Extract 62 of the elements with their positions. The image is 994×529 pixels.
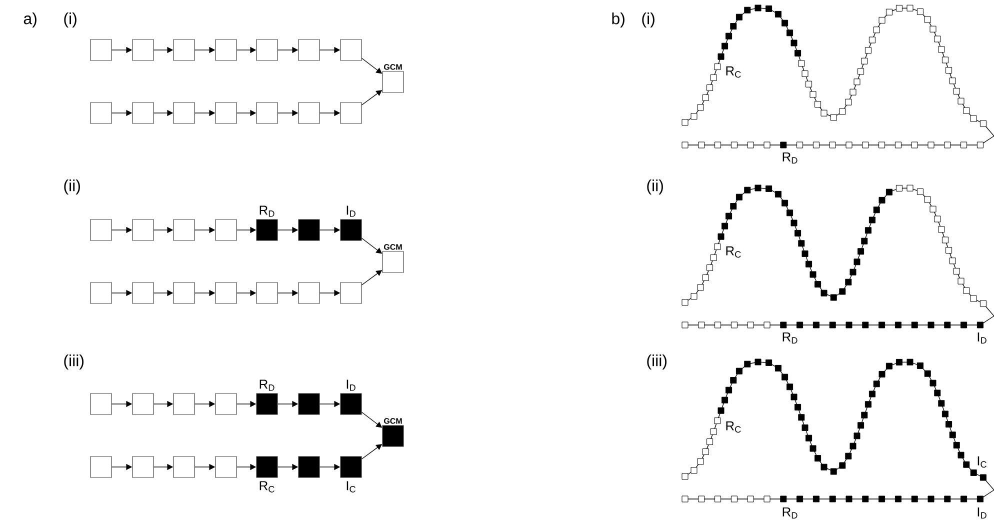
panel-label: (iii) bbox=[647, 354, 667, 370]
square-box bbox=[256, 102, 278, 124]
box-label: GCM bbox=[384, 418, 402, 424]
square-box bbox=[215, 282, 237, 304]
panel-label: b) bbox=[612, 12, 624, 28]
square-box bbox=[132, 393, 154, 415]
square-box bbox=[215, 39, 237, 61]
square-box bbox=[132, 39, 154, 61]
chain-label: I$_{D}$ bbox=[978, 507, 986, 519]
chain-label: I$_{D}$ bbox=[978, 332, 986, 344]
panel-label: a) bbox=[24, 12, 36, 28]
square-box bbox=[173, 102, 195, 124]
chain-label: I$_{C}$ bbox=[978, 456, 986, 468]
square-box bbox=[298, 393, 320, 415]
box-label: R$_{D}$ bbox=[260, 206, 274, 217]
square-box bbox=[298, 456, 320, 478]
square-box bbox=[215, 102, 237, 124]
box-label: GCM bbox=[384, 244, 402, 250]
square-box bbox=[173, 456, 195, 478]
square-box bbox=[173, 39, 195, 61]
square-box bbox=[215, 393, 237, 415]
square-box bbox=[340, 282, 362, 304]
box-label: I$_{D}$ bbox=[346, 206, 356, 217]
square-box bbox=[298, 102, 320, 124]
square-box bbox=[256, 282, 278, 304]
chain-label: R$_{C}$ bbox=[726, 66, 741, 78]
square-box bbox=[173, 393, 195, 415]
square-box bbox=[90, 282, 112, 304]
square-box bbox=[298, 219, 320, 241]
square-box bbox=[215, 219, 237, 241]
box-label: I$_{C}$ bbox=[346, 481, 356, 492]
square-box bbox=[173, 282, 195, 304]
chain-label: R$_{C}$ bbox=[726, 421, 741, 433]
box-label: GCM bbox=[384, 64, 402, 70]
square-box bbox=[90, 456, 112, 478]
square-box bbox=[90, 393, 112, 415]
box-label: R$_{D}$ bbox=[260, 380, 274, 391]
box-label: R$_{C}$ bbox=[260, 481, 274, 492]
panel-label: (ii) bbox=[647, 180, 663, 194]
square-box bbox=[132, 282, 154, 304]
panel-label: (iii) bbox=[64, 354, 84, 370]
chain-label: R$_{D}$ bbox=[782, 507, 798, 519]
panel-label: (i) bbox=[64, 12, 76, 28]
square-box bbox=[298, 282, 320, 304]
square-box bbox=[340, 102, 362, 124]
box-label: I$_{D}$ bbox=[346, 380, 356, 391]
square-box bbox=[215, 456, 237, 478]
square-box bbox=[90, 102, 112, 124]
square-box bbox=[90, 219, 112, 241]
square-box bbox=[132, 102, 154, 124]
square-box bbox=[256, 39, 278, 61]
chain-label: R$_{C}$ bbox=[726, 246, 741, 258]
square-box bbox=[90, 39, 112, 61]
square-box bbox=[340, 39, 362, 61]
chain-label: R$_{D}$ bbox=[782, 332, 798, 344]
square-box bbox=[173, 219, 195, 241]
panel-label: (i) bbox=[642, 12, 654, 28]
square-box bbox=[298, 39, 320, 61]
chain-label: R$_{D}$ bbox=[782, 152, 798, 164]
square-box bbox=[132, 219, 154, 241]
square-box bbox=[132, 456, 154, 478]
panel-label: (ii) bbox=[64, 180, 80, 194]
